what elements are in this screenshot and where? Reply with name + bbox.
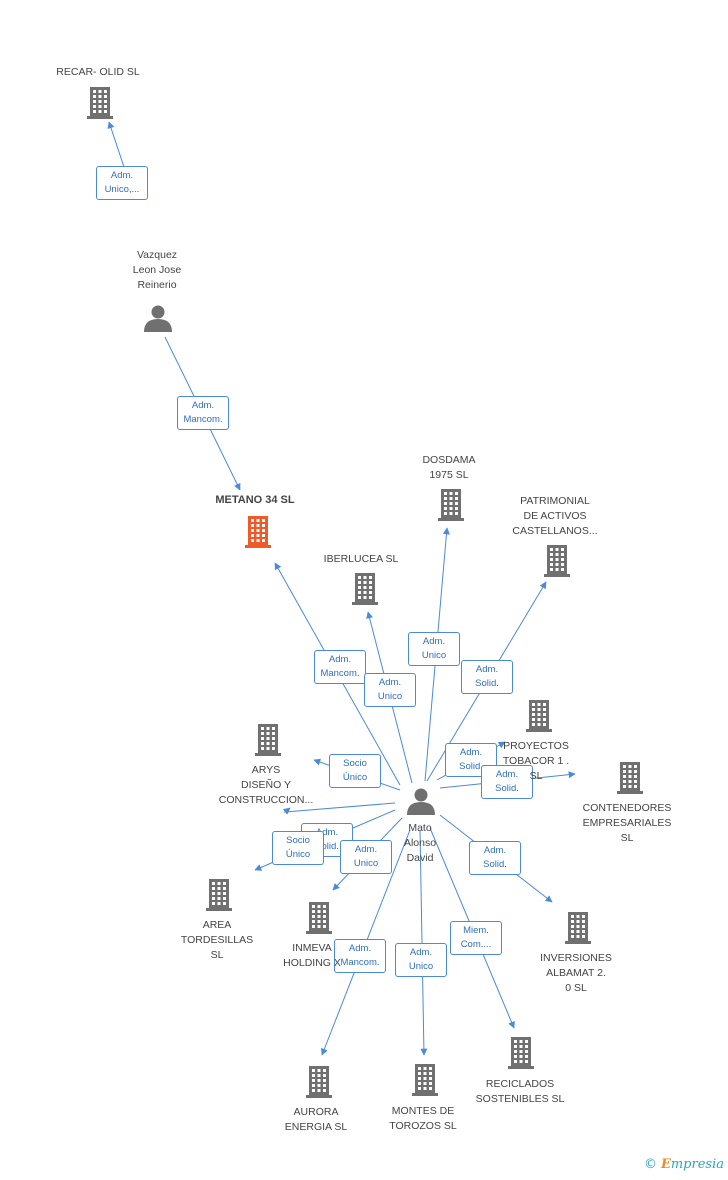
edge-label-patrimonial[interactable]: Adm. Solid. <box>461 660 513 694</box>
edge-label-recar[interactable]: Adm. Unico,... <box>96 166 148 200</box>
building-icon-patrimonial[interactable] <box>544 545 570 577</box>
building-icon-inversiones[interactable] <box>565 912 591 944</box>
node-label-montes[interactable]: MONTES DE TOROZOS SL <box>389 1105 457 1132</box>
edge-label-reciclados[interactable]: Miem. Com.... <box>450 921 502 955</box>
edge-label-inmeva[interactable]: Adm. Unico <box>340 840 392 874</box>
empresia-brand[interactable]: ©Empresia <box>644 1157 724 1172</box>
edge-label-iberlucea[interactable]: Adm. Unico <box>364 673 416 707</box>
building-icon-iberlucea[interactable] <box>352 573 378 605</box>
brand-name: mpresia <box>670 1157 724 1172</box>
edge-label-arys[interactable]: Socio Único <box>329 754 381 788</box>
node-label-vazquez[interactable]: Vazquez Leon Jose Reinerio <box>132 249 182 291</box>
building-icon-inmeva[interactable] <box>306 902 332 934</box>
building-icon-arys[interactable] <box>255 724 281 756</box>
building-icon-recar[interactable] <box>87 87 113 119</box>
node-label-patrimonial[interactable]: PATRIMONIAL DE ACTIVOS CASTELLANOS... <box>512 495 598 537</box>
edge-label-dosdama[interactable]: Adm. Unico <box>408 632 460 666</box>
building-icon-contenedores[interactable] <box>617 762 643 794</box>
edge-label-aurora[interactable]: Adm. Mancom. <box>334 939 386 973</box>
building-icon-proyectos[interactable] <box>526 700 552 732</box>
edge-label-area[interactable]: Socio Único <box>272 831 324 865</box>
node-label-proyectos[interactable]: PROYECTOS TOBACOR 1 . SL <box>502 740 570 782</box>
nodes-layer <box>87 87 643 1098</box>
node-label-area[interactable]: AREA TORDESILLAS SL <box>180 919 254 961</box>
building-icon-dosdama[interactable] <box>438 489 464 521</box>
edge-mato-arys <box>282 802 396 815</box>
node-label-aurora[interactable]: AURORA ENERGIA SL <box>284 1106 348 1133</box>
node-label-arys[interactable]: ARYS DISEÑO Y CONSTRUCCION... <box>218 764 314 806</box>
node-label-inmeva[interactable]: INMEVA HOLDING X <box>283 942 341 969</box>
edge-mato-montes <box>419 829 428 1056</box>
node-label-reciclados[interactable]: RECICLADOS SOSTENIBLES SL <box>475 1078 565 1105</box>
brand-initial: E <box>660 1157 671 1172</box>
building-icon-area[interactable] <box>206 879 232 911</box>
person-icon-vazquez[interactable] <box>144 305 172 333</box>
node-label-metano[interactable]: METANO 34 SL <box>215 494 295 506</box>
edge-label-contenedores[interactable]: Adm. Solid. <box>481 765 533 799</box>
building-icon-reciclados[interactable] <box>508 1037 534 1069</box>
edge-label-metano[interactable]: Adm. Mancom. <box>177 396 229 430</box>
copyright-icon: © <box>643 1157 657 1172</box>
node-label-iberlucea[interactable]: IBERLUCEA SL <box>323 553 399 565</box>
building-icon-metano[interactable] <box>245 516 271 548</box>
node-label-recar[interactable]: RECAR- OLID SL <box>56 66 140 78</box>
node-label-inversiones[interactable]: INVERSIONES ALBAMAT 2. 0 SL <box>540 952 612 994</box>
edge-label-inversiones[interactable]: Adm. Solid. <box>469 841 521 875</box>
node-label-dosdama[interactable]: DOSDAMA 1975 SL <box>422 454 476 481</box>
node-label-contenedores[interactable]: CONTENEDORES EMPRESARIALES SL <box>582 802 672 844</box>
building-icon-montes[interactable] <box>412 1064 438 1096</box>
building-icon-aurora[interactable] <box>306 1066 332 1098</box>
node-label-mato[interactable]: Mato Alonso David <box>403 822 437 864</box>
person-icon-mato[interactable] <box>407 788 435 816</box>
edge-label-metano[interactable]: Adm. Mancom. <box>314 650 366 684</box>
edge-label-montes[interactable]: Adm. Unico <box>395 943 447 977</box>
